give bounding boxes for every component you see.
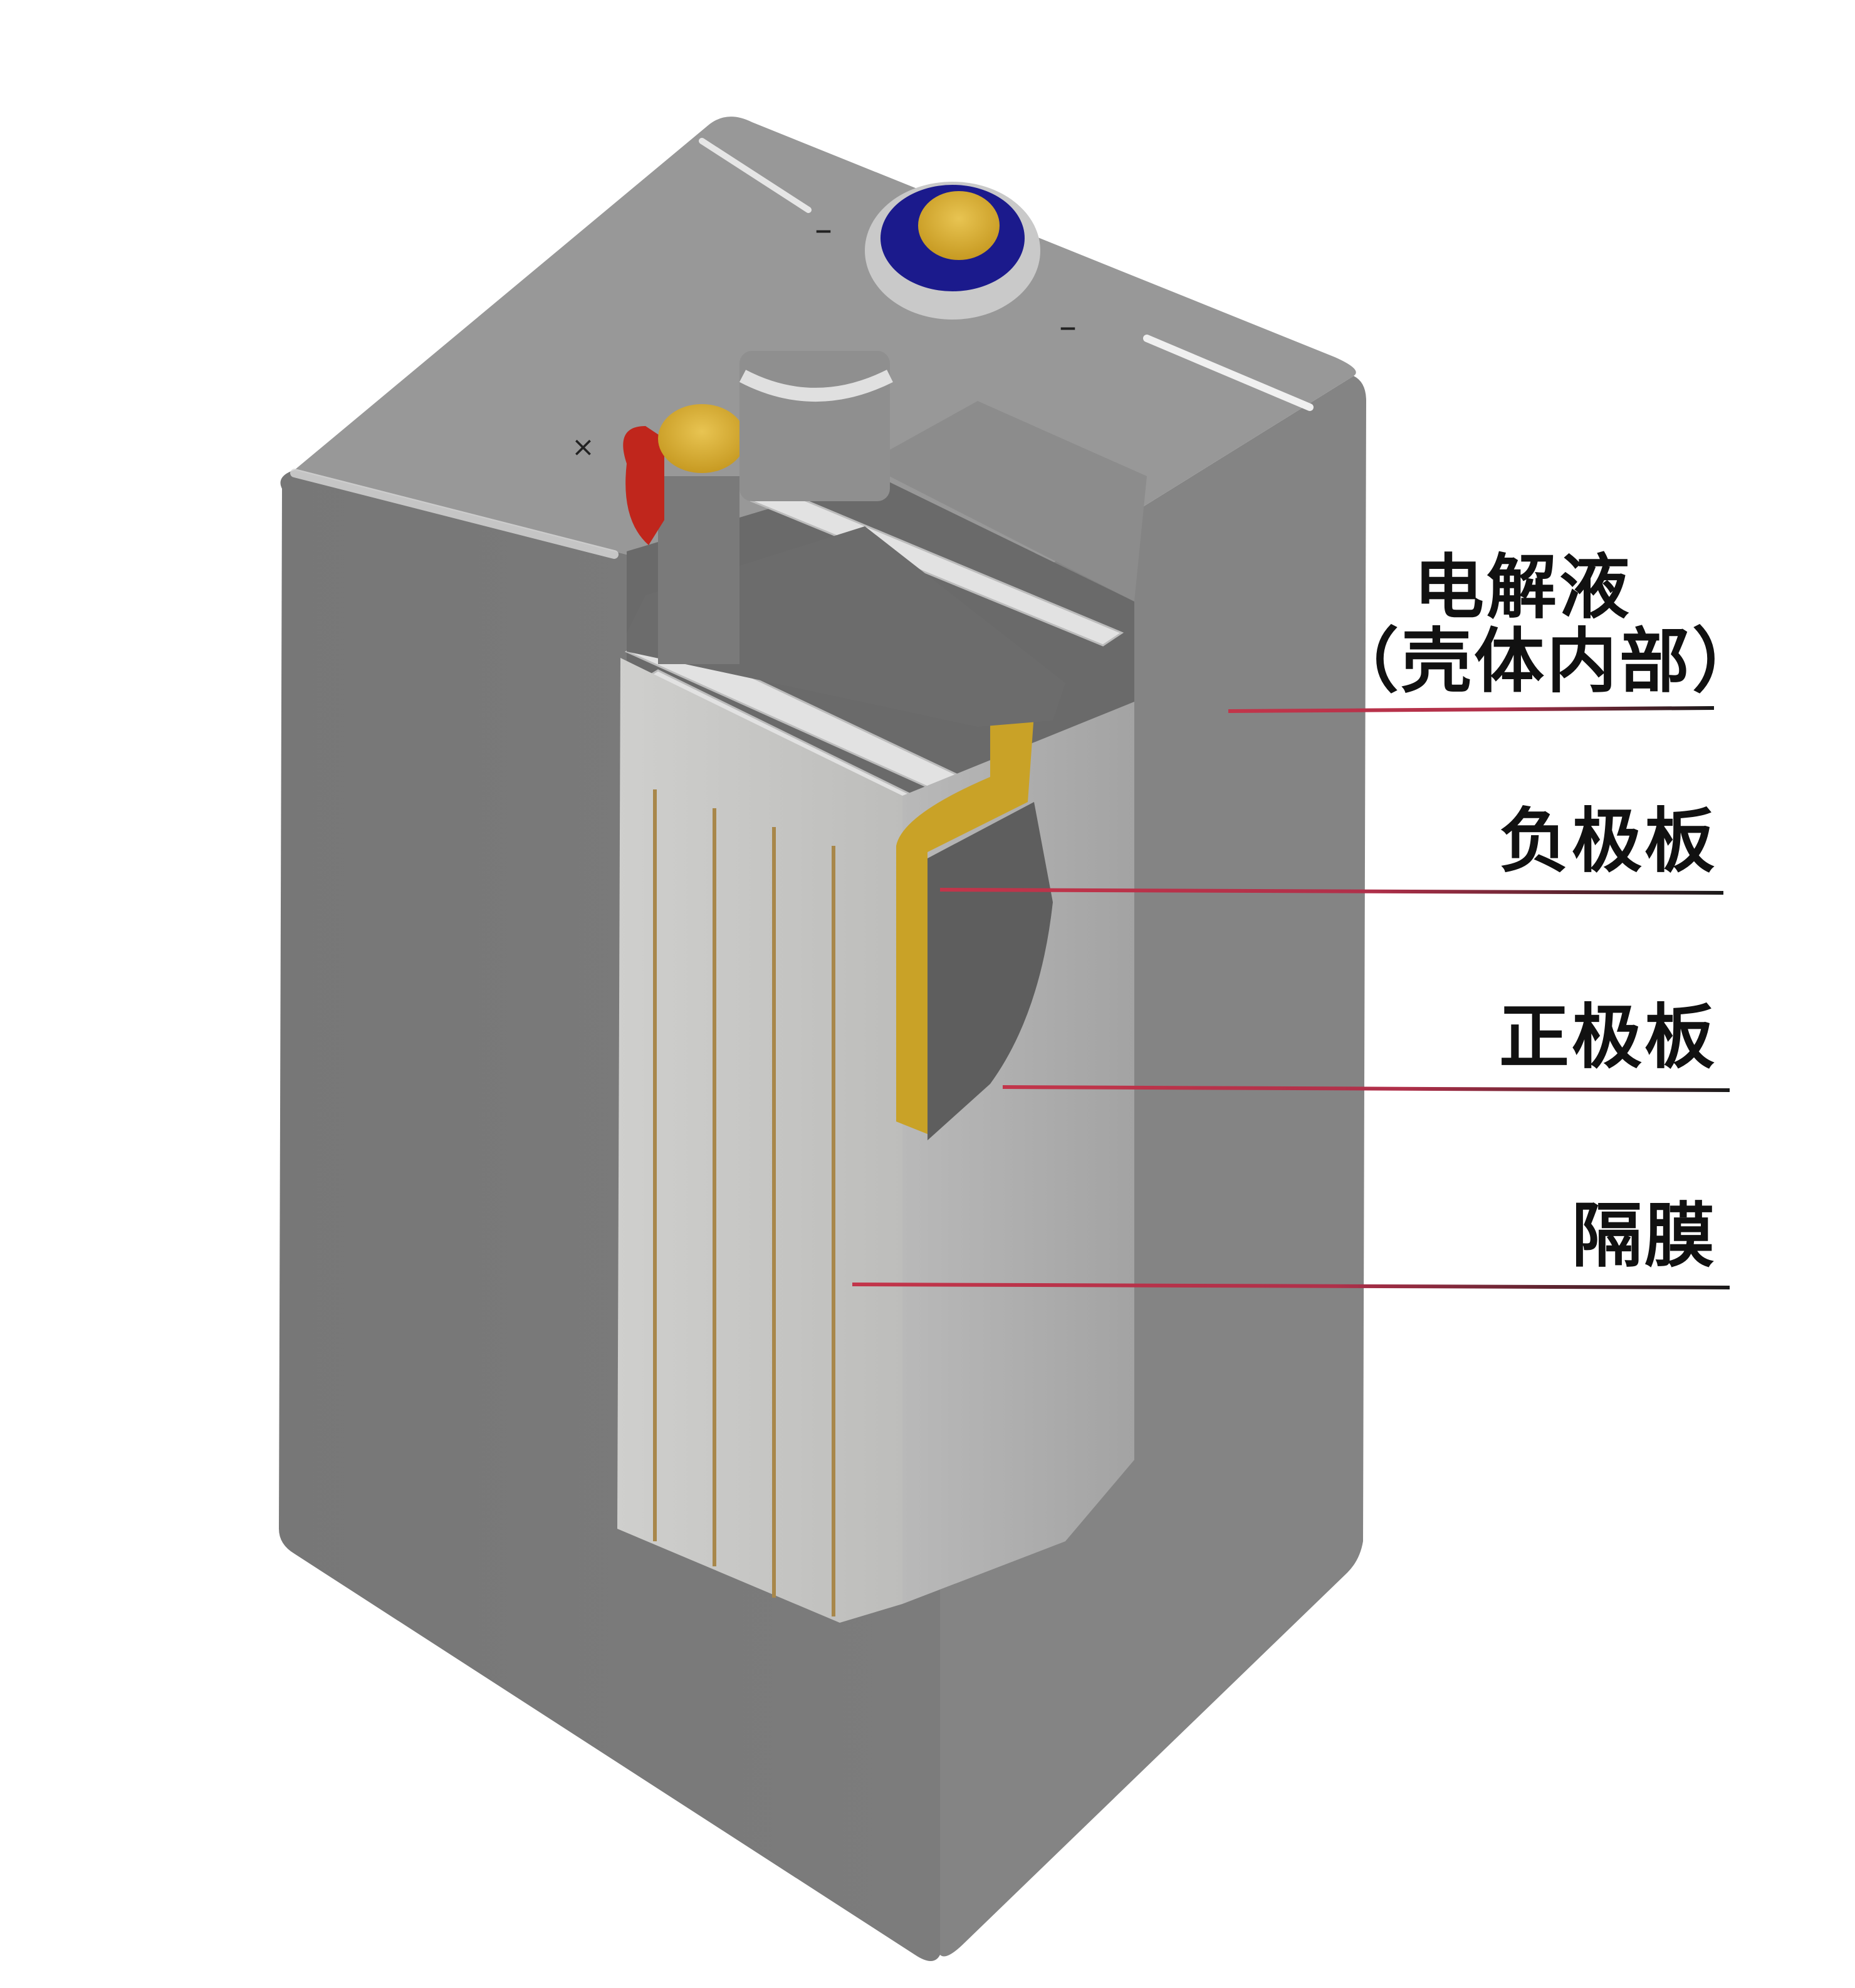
casing-edge-highlight <box>290 469 619 559</box>
positive-terminal-cap <box>658 404 746 473</box>
positive-terminal-mark: × <box>572 431 595 463</box>
plate-edges <box>653 789 835 1616</box>
casing-top-groove <box>1143 335 1314 411</box>
label-positive-plate: 正极板 <box>1499 997 1717 1078</box>
label-electrolyte-subtitle: （壳体内部） <box>1329 620 1765 702</box>
negative-terminal-mark: – <box>1059 306 1077 347</box>
label-separator: 隔膜 <box>1572 1195 1717 1277</box>
negative-terminal-mark: – <box>815 209 832 250</box>
label-electrolyte-title: 电解液 <box>1414 547 1632 628</box>
vent-post-highlight <box>739 370 893 402</box>
label-negative-plate: 负极板 <box>1499 801 1717 882</box>
leader-line-negative-plate <box>939 888 1724 895</box>
leader-line-positive-plate <box>1002 1085 1730 1092</box>
cutaway-lid-section <box>865 401 1147 601</box>
casing-top-groove <box>699 138 812 213</box>
label-electrolyte: 电解液 （壳体内部） <box>1329 551 1765 702</box>
leader-line-separator <box>852 1283 1730 1289</box>
positive-plate-lug <box>896 714 1034 1134</box>
leader-line-electrolyte <box>1228 706 1715 713</box>
positive-terminal-ring <box>623 426 664 545</box>
vent-post <box>739 351 890 501</box>
positive-post-column <box>658 476 739 664</box>
separator-stack-front <box>617 658 902 1623</box>
negative-terminal-cap <box>918 191 1000 260</box>
negative-plate <box>927 802 1053 1140</box>
